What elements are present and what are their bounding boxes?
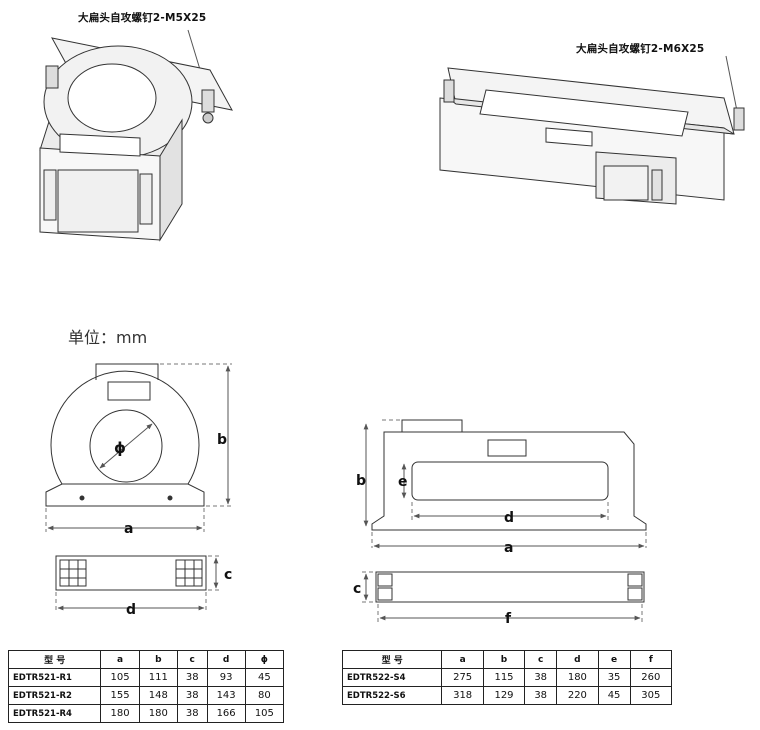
value-cell: 35 <box>597 668 631 687</box>
dim-a-label-left: a <box>124 521 133 537</box>
model-cell: EDTR522-S6 <box>341 686 443 705</box>
col-header: c <box>524 650 558 669</box>
col-header: d <box>206 650 246 669</box>
value-cell: 180 <box>556 668 599 687</box>
dim-f-label-right: f <box>505 611 512 627</box>
value-cell: 38 <box>524 668 558 687</box>
callout-screw-right: 大扁头自攻螺钉2-M6X25 <box>576 43 705 55</box>
col-header: b <box>138 650 178 669</box>
dim-b-label-left: b <box>217 432 227 448</box>
value-cell: 318 <box>441 686 484 705</box>
col-header: ϕ <box>244 650 285 669</box>
col-header: b <box>482 650 526 669</box>
value-cell: 38 <box>176 686 208 705</box>
drawing-canvas: ϕ b a c d b e d <box>39 29 745 627</box>
value-cell: 129 <box>482 686 526 705</box>
rect-transformer-3d <box>439 55 745 205</box>
dim-b-label-right: b <box>356 473 366 489</box>
model-cell: EDTR522-S4 <box>341 668 443 687</box>
value-cell: 166 <box>206 704 246 723</box>
value-cell: 143 <box>206 686 246 705</box>
dim-phi-label: ϕ <box>114 439 126 457</box>
value-cell: 93 <box>206 668 246 687</box>
value-cell: 45 <box>597 686 631 705</box>
value-cell: 45 <box>244 668 285 687</box>
table-row: EDTR521-R2 155 148 38 143 80 <box>7 686 285 705</box>
dim-c-label-right: c <box>353 581 361 597</box>
col-header: 型 号 <box>7 650 102 669</box>
dim-c-label-left: c <box>224 567 232 583</box>
spec-table-right: 型 号 a b c d e f EDTR522-S4 275 115 38 18… <box>341 650 673 705</box>
value-cell: 305 <box>629 686 673 705</box>
value-cell: 80 <box>244 686 285 705</box>
col-header: d <box>556 650 599 669</box>
col-header: a <box>441 650 484 669</box>
callout-screw-left: 大扁头自攻螺钉2-M5X25 <box>78 12 207 24</box>
table-row: EDTR522-S6 318 129 38 220 45 305 <box>341 686 673 705</box>
dim-d-label-right: d <box>504 510 514 526</box>
value-cell: 148 <box>138 686 178 705</box>
model-cell: EDTR521-R4 <box>7 704 102 723</box>
table-row: EDTR522-S4 275 115 38 180 35 260 <box>341 668 673 687</box>
unit-label: 单位：mm <box>68 328 148 347</box>
value-cell: 155 <box>100 686 140 705</box>
table-header-row: 型 号 a b c d e f <box>341 650 673 669</box>
table-row: EDTR521-R4 180 180 38 166 105 <box>7 704 285 723</box>
col-header: 型 号 <box>341 650 443 669</box>
model-cell: EDTR521-R1 <box>7 668 102 687</box>
value-cell: 180 <box>100 704 140 723</box>
model-cell: EDTR521-R2 <box>7 686 102 705</box>
col-header: f <box>629 650 673 669</box>
value-cell: 38 <box>176 668 208 687</box>
round-side-view <box>55 555 222 612</box>
value-cell: 115 <box>482 668 526 687</box>
dim-d-label-left: d <box>126 602 136 618</box>
value-cell: 275 <box>441 668 484 687</box>
value-cell: 105 <box>244 704 285 723</box>
table-header-row: 型 号 a b c d ϕ <box>7 650 285 669</box>
value-cell: 105 <box>100 668 140 687</box>
round-front-view <box>45 363 232 532</box>
col-header: a <box>100 650 140 669</box>
rect-side-view <box>362 571 645 622</box>
col-header: c <box>176 650 208 669</box>
value-cell: 111 <box>138 668 178 687</box>
value-cell: 38 <box>176 704 208 723</box>
value-cell: 180 <box>138 704 178 723</box>
dim-a-label-right: a <box>504 540 513 556</box>
value-cell: 260 <box>629 668 673 687</box>
dim-e-label-right: e <box>398 474 408 490</box>
rect-front-view <box>363 419 647 549</box>
round-transformer-3d <box>39 29 233 242</box>
value-cell: 220 <box>556 686 599 705</box>
col-header: e <box>597 650 631 669</box>
spec-table-left: 型 号 a b c d ϕ EDTR521-R1 105 111 38 93 4… <box>7 650 285 723</box>
value-cell: 38 <box>524 686 558 705</box>
table-row: EDTR521-R1 105 111 38 93 45 <box>7 668 285 687</box>
